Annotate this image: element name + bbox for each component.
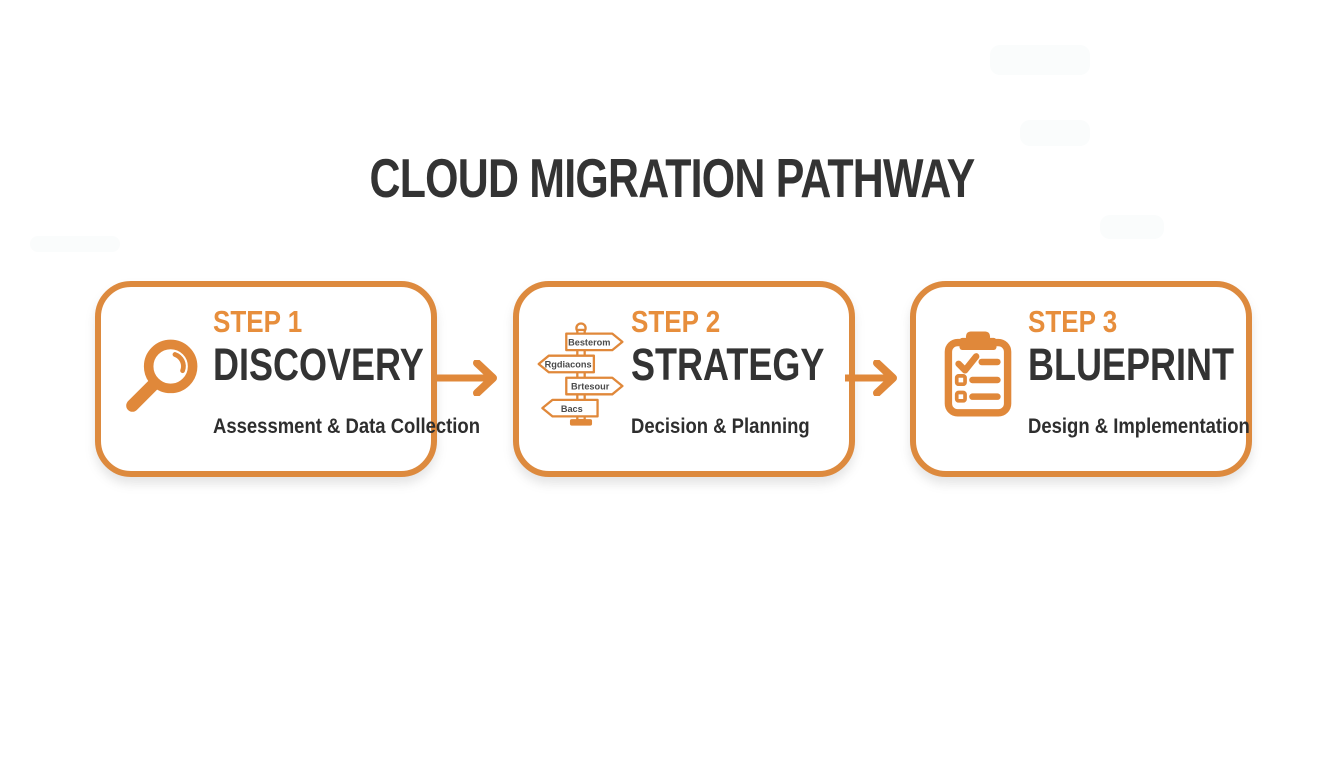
step-label: STEP 1 <box>213 304 303 339</box>
background-blob <box>1020 120 1090 146</box>
magnifier-icon <box>117 331 209 419</box>
step-subtitle: Design & Implementation <box>1028 415 1250 439</box>
arrow-right-icon <box>845 360 911 396</box>
step-name: DISCOVERY <box>213 339 424 391</box>
arrow-right-icon <box>437 360 513 396</box>
step-card-blueprint: STEP 3 BLUEPRINT Design & Implementation <box>910 281 1252 477</box>
background-blob <box>990 45 1090 75</box>
sign-label: Brtesour <box>571 382 610 392</box>
step-card-discovery: STEP 1 DISCOVERY Assessment & Data Colle… <box>95 281 480 477</box>
clipboard-checklist-icon <box>932 329 1024 419</box>
sign-label: Rgdiacons <box>545 360 592 370</box>
background-blob <box>30 236 120 252</box>
sign-label: Bacs <box>561 404 583 414</box>
step-subtitle: Assessment & Data Collection <box>213 415 481 439</box>
step-label: STEP 3 <box>1028 304 1118 339</box>
step-card-strategy: Besterom Rgdiacons Brtesour Bacs STEP 2 … <box>513 281 855 477</box>
sign-label: Besterom <box>568 338 610 348</box>
background-blob <box>1100 215 1164 239</box>
step-name: BLUEPRINT <box>1028 339 1234 391</box>
step-name: STRATEGY <box>631 339 825 391</box>
step-subtitle: Decision & Planning <box>631 415 810 439</box>
page-title: CLOUD MIGRATION PATHWAY <box>369 147 976 209</box>
step-label: STEP 2 <box>631 304 721 339</box>
signpost-icon: Besterom Rgdiacons Brtesour Bacs <box>535 319 627 431</box>
